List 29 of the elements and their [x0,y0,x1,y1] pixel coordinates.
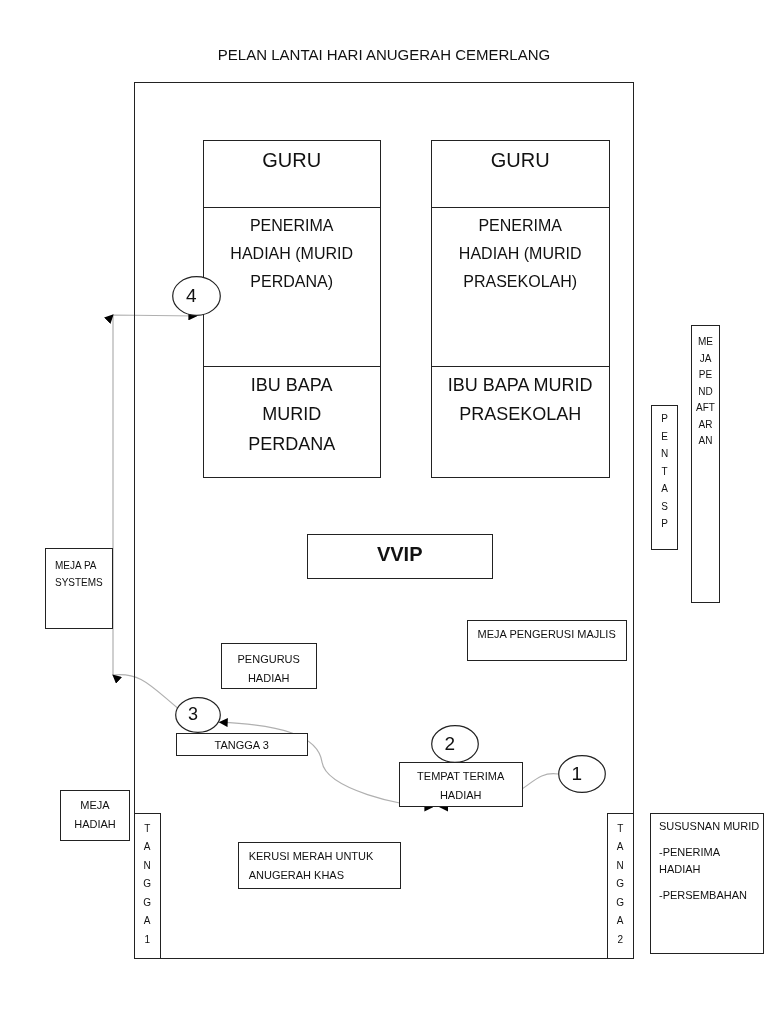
step-circle: 4 [171,275,221,316]
table-box: MEJA HADIAH [60,790,130,841]
table-box: MEJA PENDAFTARAN [691,325,720,603]
area-box: TEMPAT TERIMA HADIAH [398,761,523,807]
table-box: MEJA PA SYSTEMS [45,548,113,629]
stairs-box: TANGGA 3 [175,732,308,756]
note-text: -PERSEMBAHAN [659,887,748,903]
stairs-box: TANGGA1 [133,812,161,959]
seating-area: GURU [430,139,610,208]
stairs-box: TANGGA2 [606,812,634,959]
vvip-area: VVIP [306,533,493,579]
path-arrow [104,314,198,709]
seating-area: PENERIMA HADIAH (MURID PRASEKOLAH) [430,206,610,367]
table-box: PENGURUS HADIAH [220,642,317,689]
stage-box: PENTAS P [651,405,678,550]
hall-outline [134,82,634,959]
note-text: -PENERIMA HADIAH [659,844,721,878]
diagram-title: PELAN LANTAI HARI ANUGERAH CEMERLANG [216,46,552,63]
seating-area: KERUSI MERAH UNTUK ANUGERAH KHAS [237,841,401,889]
step-circle: 2 [430,724,479,763]
seating-area: IBU BAPA MURID PRASEKOLAH [430,365,610,478]
step-circle: 1 [557,754,606,793]
seating-area: GURU [202,139,381,208]
seating-area: PENERIMA HADIAH (MURID PERDANA) [202,206,381,367]
seating-area: IBU BAPA MURID PERDANA [202,365,381,478]
note-box [650,813,764,954]
step-circle: 3 [174,696,221,733]
table-box: MEJA PENGERUSI MAJLIS [466,619,627,661]
note-text: SUSUSNAN MURID [659,819,760,834]
